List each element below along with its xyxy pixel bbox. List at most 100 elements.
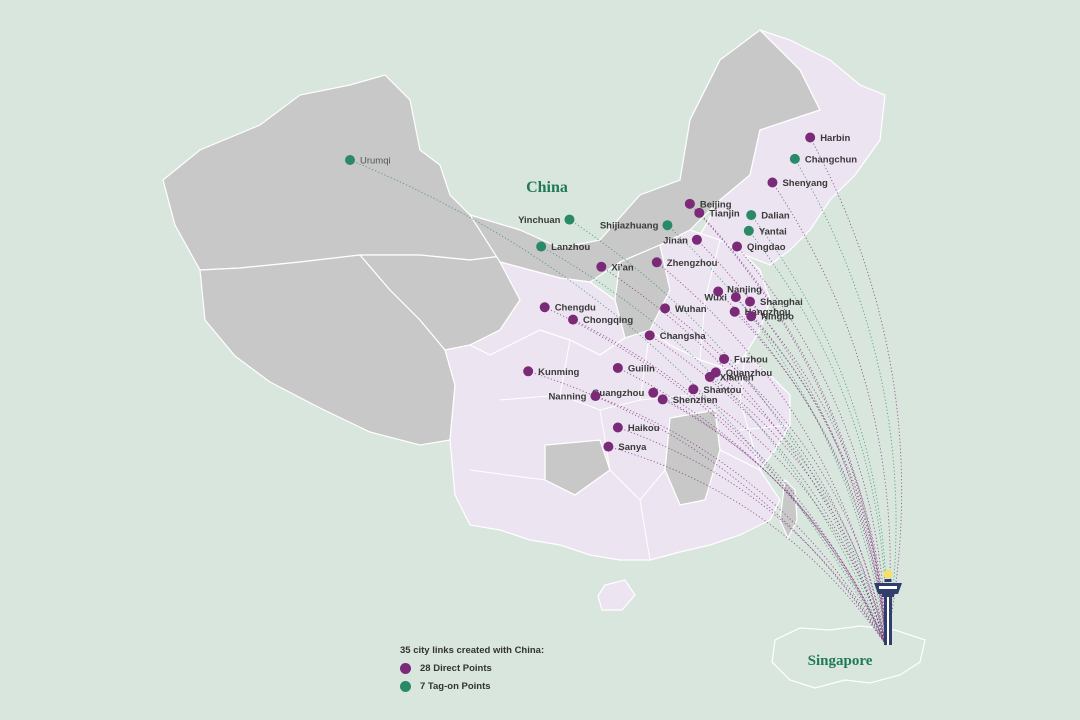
city-label-jinan: Jinan [663,235,688,246]
route-sanya [608,446,887,646]
city-point-shenzhen[interactable] [657,394,668,405]
route-shantou [693,388,887,646]
city-label-fuzhou: Fuzhou [734,354,768,365]
route-chengdu [544,306,887,646]
china-outline [162,29,886,611]
region-xinjiang [162,74,521,271]
city-point-beijing[interactable] [684,198,695,209]
city-point-haikou[interactable] [612,422,623,433]
city-point-zhengzhou[interactable] [651,257,662,268]
country-label: China [526,179,568,196]
legend-direct: 28 Direct Points [400,663,544,674]
city-label-sanya: Sanya [618,442,647,453]
city-label-beijing: Beijing [700,199,732,210]
legend-heading: 35 city links created with China: [400,645,545,656]
city-point-hangzhou[interactable] [729,306,740,317]
city-point-guangzhou[interactable] [648,387,659,398]
route-shanghai [749,301,887,646]
city-point-ningbo[interactable] [746,311,757,322]
city-point-yinchuan[interactable] [564,214,575,225]
control-tower-icon [874,569,902,645]
route-lanzhou [540,246,887,646]
city-point-xi-an[interactable] [596,261,607,272]
city-point-harbin[interactable] [805,132,816,143]
city-point-nanjing[interactable] [713,286,724,297]
city-label-guangzhou: Guangzhou [592,388,644,399]
city-label-kunming: Kunming [538,367,579,378]
city-label-nanning: Nanning [548,392,586,403]
route-harbin [809,137,903,646]
city-label-urumqi: Urumqi [360,156,391,167]
route-yantai [748,230,887,646]
city-point-changsha[interactable] [644,330,655,341]
legend-tagon: 7 Tag-on Points [400,681,544,692]
route-guilin [617,367,887,646]
city-point-kunming[interactable] [523,366,534,377]
tagon-point-swatch [400,681,411,692]
region-central [444,329,791,561]
city-label-shenyang: Shenyang [782,178,828,189]
city-point-dalian[interactable] [746,210,757,221]
route-wuhan [664,308,887,646]
city-points: UrumqiHarbinChangchunShenyangBeijingTian… [345,132,857,453]
route-lines [349,137,903,646]
city-point-chengdu[interactable] [539,302,550,313]
city-label-guilin: Guilin [628,363,655,374]
region-taiwan [779,478,798,540]
city-point-xiamen[interactable] [704,371,715,382]
city-point-jinan[interactable] [691,234,702,245]
city-label-xiamen: Xiamen [720,372,754,383]
city-point-chongqing[interactable] [568,314,579,325]
legend-tagon-label: 7 Tag-on Points [420,681,491,692]
route-nanning [595,395,887,646]
city-label-nanjing: Nanjing [727,285,762,296]
route-xi-an [601,266,887,646]
city-point-wuhan[interactable] [660,303,671,314]
route-hangzhou [734,311,887,646]
route-fuzhou [723,358,887,646]
route-guangzhou [653,392,887,646]
city-point-sanya[interactable] [603,441,614,452]
city-point-guilin[interactable] [612,362,623,373]
region-hainan [597,579,636,611]
city-point-fuzhou[interactable] [719,353,730,364]
hub-label: Singapore [808,653,873,669]
province-boundaries [469,239,791,561]
city-point-shenyang[interactable] [767,177,778,188]
route-quanzhou [715,372,887,646]
route-xiamen [709,376,887,646]
city-label-yinchuan: Yinchuan [518,215,561,226]
city-label-qingdao: Qingdao [747,242,786,253]
city-point-lanzhou[interactable] [536,241,547,252]
city-label-chengdu: Chengdu [555,303,596,314]
city-label-harbin: Harbin [820,133,850,144]
singapore-outline [771,625,926,689]
city-label-zhengzhou: Zhengzhou [667,258,718,269]
city-label-xi-an: Xi'an [611,262,634,273]
route-changchun [794,158,897,646]
route-ningbo [750,315,887,646]
city-point-tianjin[interactable] [694,207,705,218]
city-label-changchun: Changchun [805,154,857,165]
route-urumqi [349,159,887,646]
city-point-wuxi[interactable] [730,292,741,303]
city-label-shijiazhuang: Shijiazhuang [600,221,659,232]
city-label-chongqing: Chongqing [583,315,633,326]
city-point-changchun[interactable] [789,153,800,164]
legend: 35 city links created with China: 28 Dir… [400,645,544,692]
city-label-wuxi: Wuxi [704,293,727,304]
city-point-qingdao[interactable] [732,241,743,252]
city-point-shijiazhuang[interactable] [662,220,673,231]
city-point-yantai[interactable] [743,225,754,236]
city-label-haikou: Haikou [628,423,660,434]
legend-direct-label: 28 Direct Points [420,663,492,674]
city-point-shanghai[interactable] [745,296,756,307]
city-label-shenzhen: Shenzhen [673,395,718,406]
city-point-urumqi[interactable] [345,155,355,165]
city-point-nanning[interactable] [590,391,601,402]
route-changsha [649,334,887,646]
city-point-shantou[interactable] [688,384,699,395]
city-label-wuhan: Wuhan [675,304,707,315]
city-label-shanghai: Shanghai [760,297,803,308]
